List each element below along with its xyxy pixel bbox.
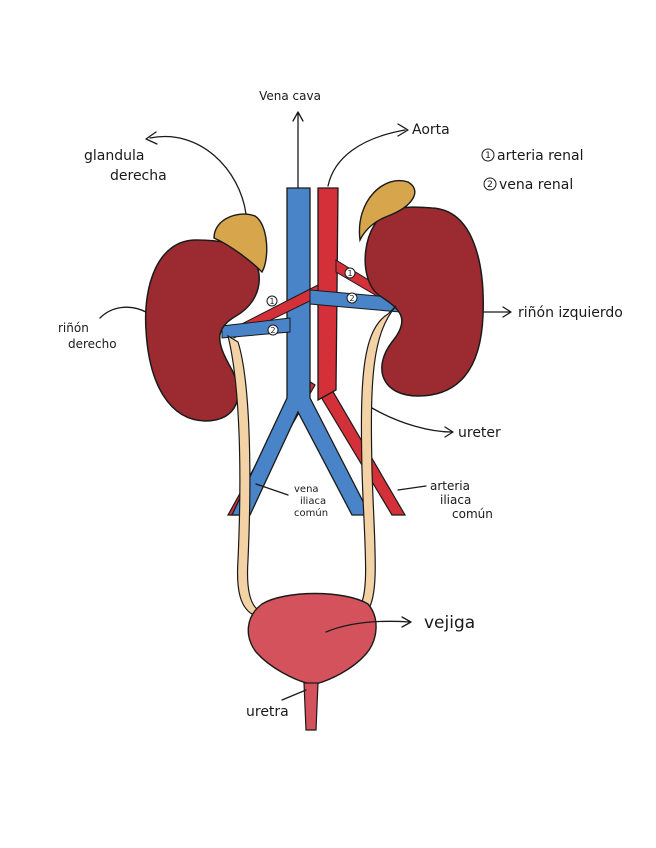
marker-arteria-renal-left xyxy=(344,267,356,279)
marker-1-label-left: 1 xyxy=(347,269,352,278)
bladder xyxy=(247,592,377,685)
vena-cava-label: Vena cava xyxy=(259,89,321,103)
vena-iliaca-label-line2: iliaca xyxy=(300,496,326,507)
ureter-leader xyxy=(371,407,454,438)
glandula-label-line1: glandula xyxy=(84,148,144,164)
uretra-leader xyxy=(281,689,307,701)
legend-marker-1 xyxy=(481,148,495,162)
vena-iliaca-label-line1: vena xyxy=(294,484,319,495)
vena-iliaca-label-line3: común xyxy=(294,507,328,519)
marker-vena-renal-right xyxy=(267,324,279,336)
arteria-iliaca-leader xyxy=(397,485,427,491)
vena-iliaca-leader xyxy=(255,483,289,496)
glandula-label-line2: derecha xyxy=(110,168,167,184)
rinon-izquierdo-label: riñón izquierdo xyxy=(518,305,623,321)
adrenal-gland-left xyxy=(358,179,416,243)
vejiga-label: vejiga xyxy=(424,613,475,633)
aorta-label: Aorta xyxy=(412,122,450,138)
ureter-label: ureter xyxy=(458,425,501,441)
rinon-izquierdo-leader xyxy=(483,306,512,318)
marker-2-label-left: 2 xyxy=(349,294,354,303)
rinon-derecho-label-line2: derecho xyxy=(68,337,117,351)
vena-cava-arrow xyxy=(292,111,304,189)
arteria-iliaca-label-line2: iliaca xyxy=(440,493,471,507)
arteria-iliaca-label-line3: común xyxy=(452,507,493,521)
marker-vena-renal-left xyxy=(346,292,358,304)
marker-2-label: 2 xyxy=(270,326,275,335)
legend-marker-2 xyxy=(483,177,497,191)
legend-number-2: 2 xyxy=(487,180,493,190)
marker-arteria-renal-right xyxy=(266,295,278,307)
legend-text-2: vena renal xyxy=(499,177,573,193)
glandula-leader xyxy=(145,131,247,215)
uretra-label: uretra xyxy=(246,704,289,720)
aorta-leader xyxy=(327,123,409,187)
rinon-derecho-label-line1: riñón xyxy=(58,321,89,335)
adrenal-gland-right xyxy=(213,213,268,274)
rinon-derecho-leader xyxy=(99,306,147,319)
arteria-iliaca-label-line1: arteria xyxy=(430,479,470,493)
legend-number-1: 1 xyxy=(485,151,491,161)
legend: 1 arteria renal 2 vena renal xyxy=(481,148,584,193)
urethra xyxy=(303,682,319,731)
vejiga-arrow xyxy=(325,616,412,633)
legend-text-1: arteria renal xyxy=(497,148,584,164)
marker-1-label: 1 xyxy=(269,297,274,306)
